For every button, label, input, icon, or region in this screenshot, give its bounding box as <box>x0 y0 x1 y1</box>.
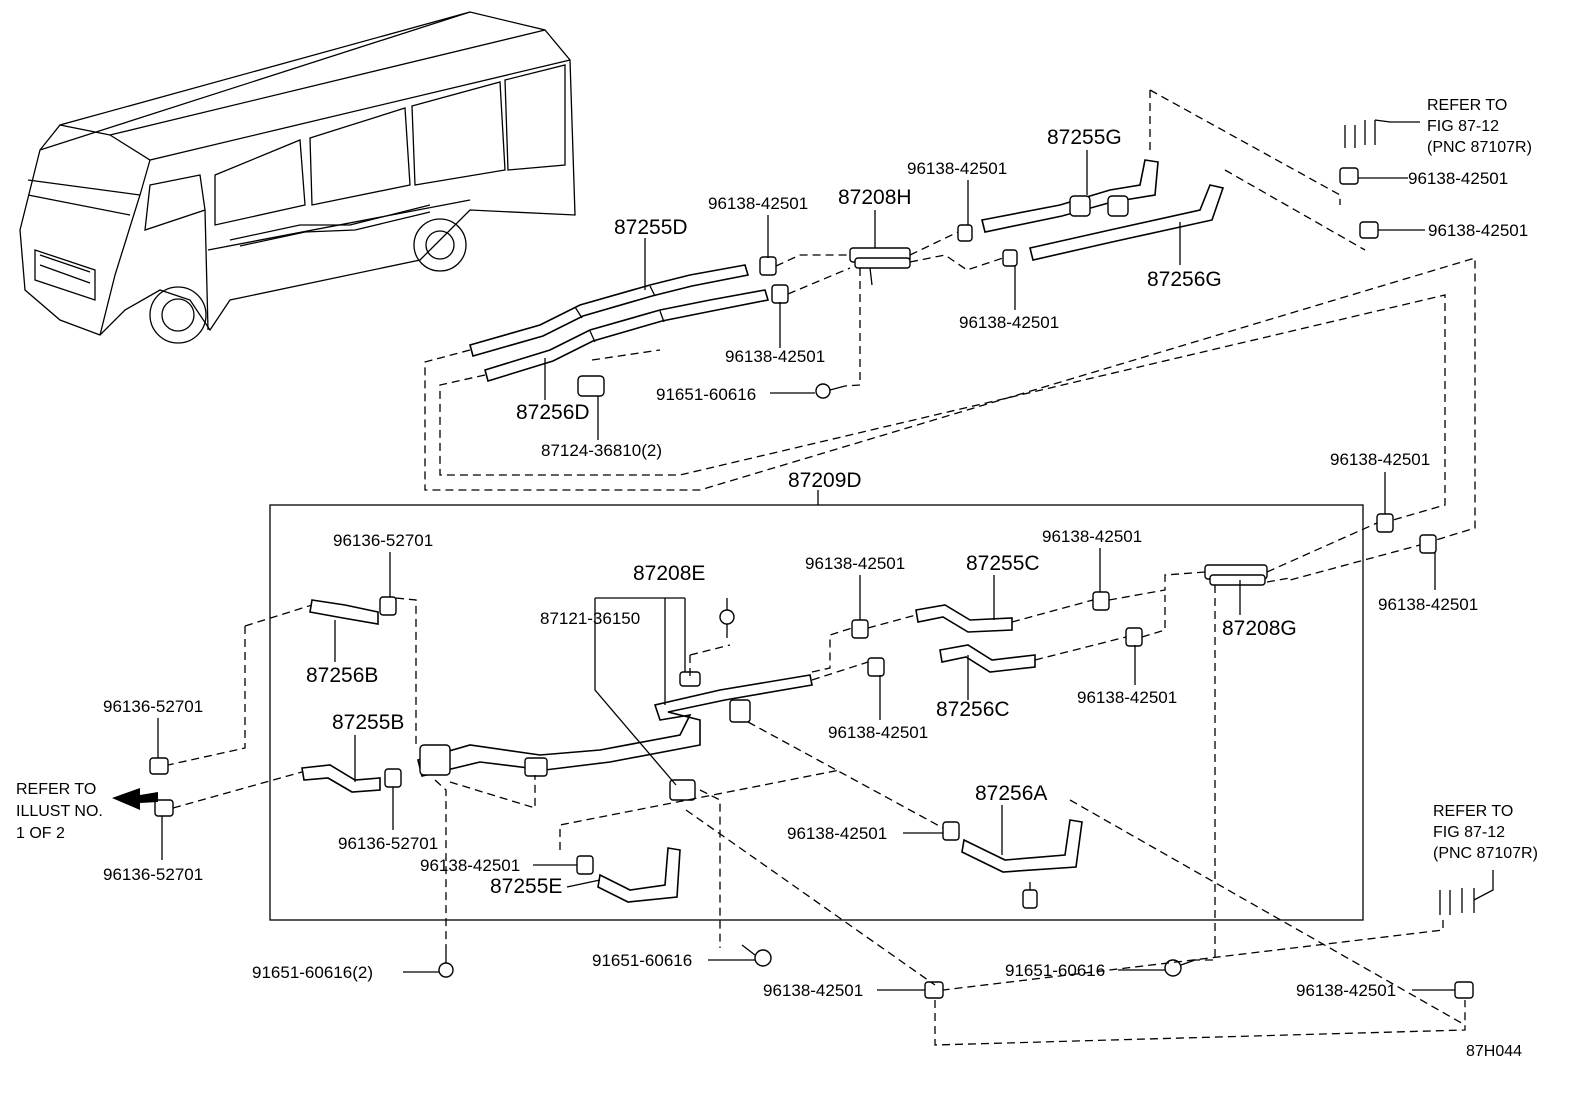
figure-code: 87H044 <box>1466 1043 1522 1060</box>
label-96136-c: 96136-52701 <box>338 834 438 853</box>
clamp-icon <box>1022 889 1038 909</box>
routing-lines <box>167 89 1476 1046</box>
hose-87255e <box>597 847 681 903</box>
hose-87256g <box>1029 184 1225 261</box>
label-91651-c: 91651-60616 <box>1005 961 1105 980</box>
hose-87255g <box>981 159 1159 233</box>
reference-note-top: REFER TO FIG 87-12 (PNC 87107R) <box>1427 97 1532 156</box>
clamp-icon <box>1419 534 1437 554</box>
label-96138-k: 96138-42501 <box>1077 688 1177 707</box>
hose-87256b <box>309 599 379 625</box>
clamp-icon <box>771 284 789 304</box>
clamp-icon <box>384 768 402 788</box>
hose-87255b <box>301 764 381 793</box>
label-96138-a: 96138-42501 <box>1408 169 1508 188</box>
clamp-icon <box>1092 591 1110 611</box>
reference-note-left: REFER TO ILLUST NO. 1 OF 2 <box>16 781 103 842</box>
clamp-icon <box>149 757 169 775</box>
label-87255e: 87255E <box>490 875 562 898</box>
label-87256d: 87256D <box>516 401 590 424</box>
arrow-left-icon <box>112 788 158 810</box>
hose-87256d <box>484 289 770 383</box>
clamp-icon <box>851 619 869 639</box>
bolt-icon <box>815 383 846 399</box>
label-96138-b: 96138-42501 <box>1428 221 1528 240</box>
reference-note-bottom: REFER TO FIG 87-12 (PNC 87107R) <box>1433 803 1538 862</box>
label-96138-h: 96138-42501 <box>1378 595 1478 614</box>
ref-left-line3: 1 OF 2 <box>16 825 65 842</box>
ref-top-line2: FIG 87-12 <box>1427 118 1499 135</box>
ref-bottom-line2: FIG 87-12 <box>1433 824 1505 841</box>
hose-87255d <box>469 264 750 357</box>
label-87256a: 87256A <box>975 782 1047 805</box>
label-87209d: 87209D <box>788 469 862 492</box>
label-96138-c: 96138-42501 <box>907 159 1007 178</box>
clamp-icon <box>867 657 885 677</box>
clamp-icon <box>154 799 174 817</box>
label-87256c: 87256C <box>936 698 1010 721</box>
ref-left-line1: REFER TO <box>16 781 96 798</box>
pipe-assembly-87208e <box>417 671 813 801</box>
ref-top-line1: REFER TO <box>1427 97 1507 114</box>
connector-87208g <box>1204 564 1268 586</box>
clamp-icon <box>1002 249 1018 267</box>
label-87255g: 87255G <box>1047 126 1122 149</box>
leader-lines <box>157 119 1494 991</box>
label-91651-d: 91651-60616(2) <box>252 963 373 982</box>
clamp-icon <box>1376 513 1394 533</box>
hose-87255c <box>915 604 1013 633</box>
hose-87256c <box>939 644 1036 673</box>
label-91651-a: 91651-60616 <box>656 385 756 404</box>
label-96138-g: 96138-42501 <box>1330 450 1430 469</box>
clamp-icon <box>576 855 594 875</box>
bolt-icon <box>719 609 735 638</box>
ref-bottom-line3: (PNC 87107R) <box>1433 845 1538 862</box>
label-96138-i: 96138-42501 <box>1042 527 1142 546</box>
clamp-icon <box>1454 981 1474 999</box>
clamp-icon <box>759 256 777 276</box>
label-96136-a: 96136-52701 <box>333 531 433 550</box>
clamp-87124 <box>577 375 605 397</box>
ref-top-line3: (PNC 87107R) <box>1427 139 1532 156</box>
label-96138-l: 96138-42501 <box>828 723 928 742</box>
label-96138-n: 96138-42501 <box>420 856 520 875</box>
label-96138-j: 96138-42501 <box>805 554 905 573</box>
label-87121: 87121-36150 <box>540 609 640 628</box>
bolt-icon <box>438 950 454 978</box>
label-96136-b: 96136-52701 <box>103 697 203 716</box>
label-87124: 87124-36810(2) <box>541 441 662 460</box>
label-87255c: 87255C <box>966 552 1040 575</box>
label-87208e: 87208E <box>633 562 705 585</box>
ref-bottom-line1: REFER TO <box>1433 803 1513 820</box>
label-96138-e: 96138-42501 <box>959 313 1059 332</box>
label-87208g: 87208G <box>1222 617 1297 640</box>
clamp-icon <box>1125 627 1143 647</box>
label-87208h: 87208H <box>838 186 912 209</box>
label-96138-o: 96138-42501 <box>763 981 863 1000</box>
clamp-icon <box>379 596 397 616</box>
bolt-icon <box>741 944 772 967</box>
label-96138-d: 96138-42501 <box>708 194 808 213</box>
bus-illustration <box>19 11 576 344</box>
label-96138-f: 96138-42501 <box>725 347 825 366</box>
connector-87208h <box>849 247 911 286</box>
hose-87256a <box>961 819 1083 873</box>
label-96138-p: 96138-42501 <box>1296 981 1396 1000</box>
assembly-box-87209d <box>269 504 1364 921</box>
label-87256b: 87256B <box>306 664 378 687</box>
label-96138-m: 96138-42501 <box>787 824 887 843</box>
clamp-icon <box>942 821 960 841</box>
clamp-icon <box>957 224 973 242</box>
label-96136-d: 96136-52701 <box>103 865 203 884</box>
clamp-icon <box>1339 167 1359 185</box>
label-91651-b: 91651-60616 <box>592 951 692 970</box>
label-87256g: 87256G <box>1147 268 1222 291</box>
clamp-icon <box>1359 221 1379 239</box>
bolt-icon <box>1164 959 1196 977</box>
ref-left-line2: ILLUST NO. <box>16 803 103 820</box>
label-87255d: 87255D <box>614 216 688 239</box>
label-87255b: 87255B <box>332 711 404 734</box>
